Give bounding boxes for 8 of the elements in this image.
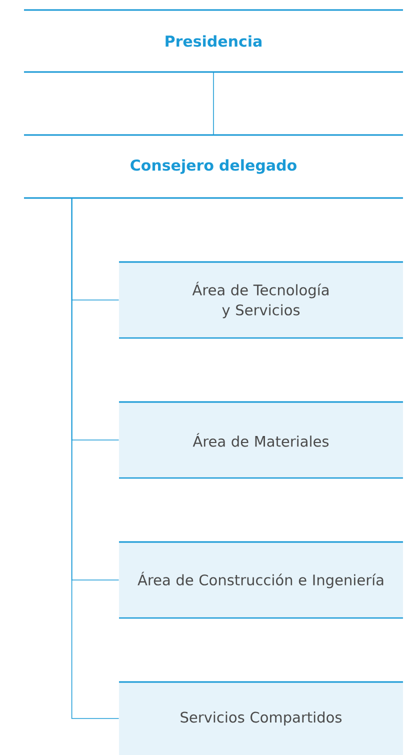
department-box: Área de Tecnología y Servicios — [119, 261, 403, 339]
connector-line — [71, 198, 120, 719]
title-band: Consejero delegado — [24, 134, 403, 199]
title-band: Presidencia — [24, 9, 403, 73]
department-box: Área de Materiales — [119, 401, 403, 479]
department-box: Área de Construcción e Ingeniería — [119, 541, 403, 619]
department-box: Servicios Compartidos — [119, 681, 403, 755]
connector-line — [213, 72, 214, 136]
